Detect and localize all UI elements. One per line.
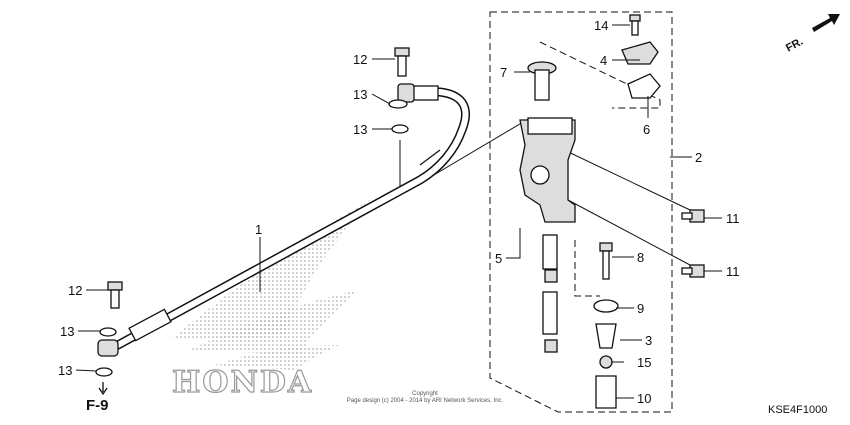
cover-screw <box>629 14 641 36</box>
copyright-line-2: Page design (c) 2004 - 2014 by ARI Netwo… <box>347 398 504 404</box>
ref-arrow <box>98 382 108 396</box>
mounting-bolt-lower <box>681 264 705 278</box>
callout-5: 5 <box>495 251 502 266</box>
callout-9: 9 <box>637 301 644 316</box>
guide-line <box>559 147 691 211</box>
callout-leader <box>371 93 391 105</box>
lock-nut <box>593 299 619 313</box>
assembly-boundary <box>489 11 673 413</box>
callout-12-upper: 12 <box>353 52 367 67</box>
callout-leader <box>506 228 521 259</box>
reservoir-joint <box>527 61 557 101</box>
piston-set <box>542 234 558 353</box>
callout-8: 8 <box>637 250 644 265</box>
guide-line <box>567 199 691 266</box>
master-cylinder <box>519 117 576 223</box>
mounting-bolt-upper <box>681 209 705 223</box>
callout-14: 14 <box>594 18 608 33</box>
front-direction-arrow: FR. <box>784 14 840 55</box>
callout-13-lower-a: 13 <box>60 324 74 339</box>
upper-sealing-washer-2 <box>391 124 409 134</box>
reference-label: F-9 <box>86 397 109 414</box>
callout-11-upper: 11 <box>726 211 740 226</box>
front-direction-label: FR. <box>784 36 805 55</box>
callout-7: 7 <box>500 65 507 80</box>
lower-sealing-washer-2 <box>95 367 113 377</box>
callout-13-upper-a: 13 <box>353 87 367 102</box>
callout-leader <box>75 369 97 372</box>
rod-clevis <box>595 375 617 409</box>
joint-nut <box>599 355 613 369</box>
callout-2: 2 <box>695 150 702 165</box>
callout-13-lower-b: 13 <box>58 363 72 378</box>
dust-boot <box>595 323 617 349</box>
callout-10: 10 <box>637 391 651 406</box>
upper-sealing-washer <box>388 99 408 109</box>
sub-assembly-bracket-upper <box>539 41 661 109</box>
diagram-code: KSE4F1000 <box>768 404 827 416</box>
diaphragm-plate <box>627 73 661 99</box>
honda-watermark-text: HONDA <box>172 365 313 400</box>
upper-banjo-bolt <box>394 47 410 77</box>
brake-hose <box>97 83 470 357</box>
callout-6: 6 <box>643 122 650 137</box>
callout-3: 3 <box>645 333 652 348</box>
callout-13-upper-b: 13 <box>353 122 367 137</box>
lower-banjo-bolt <box>107 281 123 309</box>
callout-4: 4 <box>600 53 607 68</box>
callout-1: 1 <box>255 222 262 237</box>
callout-15: 15 <box>637 355 651 370</box>
reservoir-cover <box>621 41 659 65</box>
sub-assembly-bracket-5 <box>574 240 600 297</box>
callout-11-lower: 11 <box>726 264 740 279</box>
callout-12-lower: 12 <box>68 283 82 298</box>
lower-sealing-washer <box>99 327 117 337</box>
push-rod <box>599 242 613 280</box>
copyright-line-1: Copyright <box>412 391 438 397</box>
